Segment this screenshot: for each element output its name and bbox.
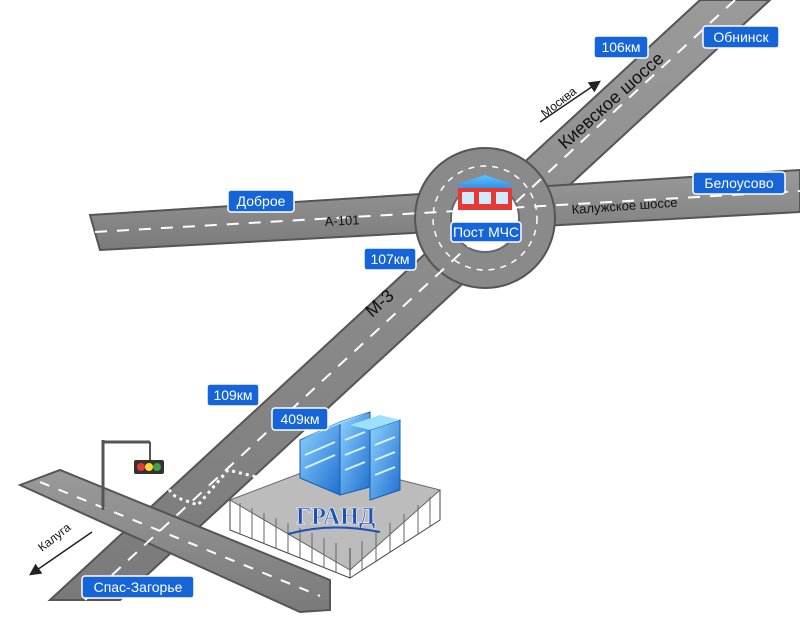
direction-kaluga: Калуга (29, 520, 93, 576)
traffic-light-icon (101, 440, 164, 510)
sign-label-km409: 409км (280, 411, 319, 427)
grand-complex: ГРАНД (228, 411, 442, 579)
sign-label-dobroe: Доброе (237, 193, 286, 209)
arrow-icon (539, 80, 601, 123)
sign-label-km106: 106км (601, 39, 640, 55)
sign-label-belousovo: Белоусово (704, 175, 774, 191)
sign-dobroe: Доброе (227, 189, 295, 213)
sign-km107: 107км (363, 247, 417, 271)
direction-label-moskva: Москва (538, 84, 579, 120)
route-path (167, 416, 291, 507)
road-label-kaluzhskoe: Калужское шоссе (571, 195, 678, 217)
sign-label-km107: 107км (370, 251, 409, 267)
sign-post-mchs: Пост МЧС (450, 221, 522, 243)
sign-label-spas-zagorye: Спас-Загорье (94, 579, 183, 595)
sign-label-obninsk: Обнинск (713, 29, 769, 45)
sign-label-post-mchs: Пост МЧС (453, 224, 519, 240)
road-label-a101: А-101 (324, 212, 359, 229)
arrow-icon (29, 531, 93, 576)
sign-km409: 409км (271, 407, 329, 431)
mchs-post-icon (455, 175, 515, 210)
grand-building-icon (299, 411, 401, 501)
landmark-name: ГРАНД (296, 504, 376, 530)
sign-label-km109: 109км (213, 387, 252, 403)
roads (17, 0, 800, 614)
sign-km106: 106км (593, 35, 649, 59)
sign-spas-zagorye: Спас-Загорье (81, 575, 195, 599)
sign-km109: 109км (206, 383, 260, 407)
sign-belousovo: Белоусово (692, 171, 786, 195)
sign-obninsk: Обнинск (702, 25, 780, 49)
